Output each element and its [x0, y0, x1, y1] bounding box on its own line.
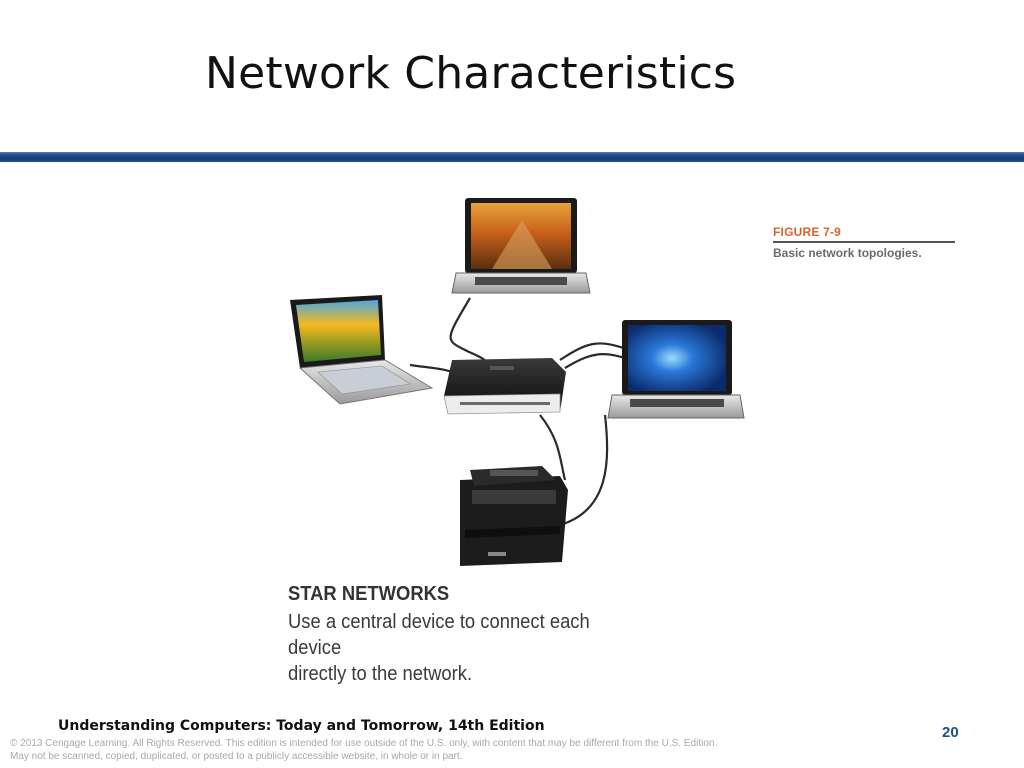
laptop-left — [290, 295, 434, 405]
figure-description: Basic network topologies. — [773, 246, 922, 260]
central-router — [443, 358, 566, 415]
laptop-top — [451, 198, 591, 294]
figure-caption: FIGURE 7-9 Basic network topologies. — [773, 225, 955, 260]
laptop-right — [607, 320, 745, 419]
description-line-1: Use a central device to connect each dev… — [288, 611, 590, 659]
network-cables — [409, 297, 633, 527]
title-divider — [0, 152, 1024, 162]
figure-label: FIGURE 7-9 — [773, 225, 955, 243]
printer — [460, 466, 568, 566]
page-number: 20 — [942, 724, 959, 741]
star-network-illustration — [260, 190, 780, 570]
footer-book-title: Understanding Computers: Today and Tomor… — [58, 718, 545, 734]
star-networks-description: Use a central device to connect each dev… — [288, 609, 638, 687]
copyright-line-1: © 2013 Cengage Learning. All Rights Rese… — [10, 738, 718, 749]
description-line-2: directly to the network. — [288, 663, 473, 685]
copyright-notice: © 2013 Cengage Learning. All Rights Rese… — [10, 737, 870, 763]
star-networks-heading: STAR NETWORKS — [288, 583, 450, 605]
copyright-line-2: May not be scanned, copied, duplicated, … — [10, 751, 463, 762]
slide-title: Network Characteristics — [205, 48, 737, 99]
